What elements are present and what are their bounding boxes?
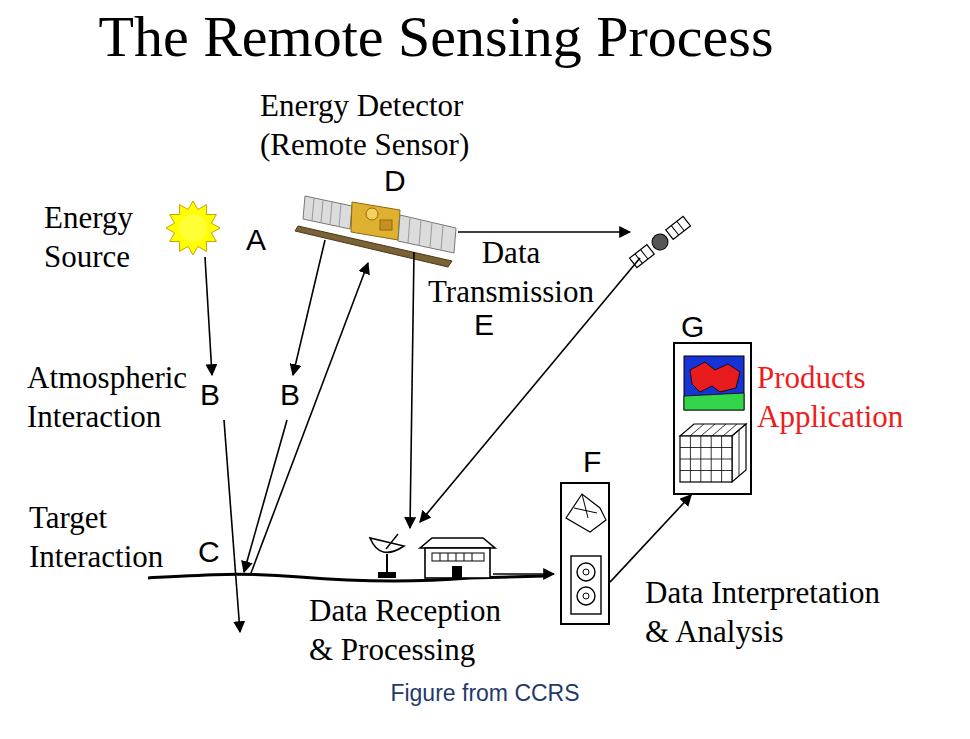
panel-hatch — [671, 226, 678, 235]
panel-hatch — [430, 222, 432, 248]
process-label: Energy Detector (Remote Sensor) — [260, 86, 485, 164]
dish-stand — [386, 554, 388, 574]
window-bar — [472, 553, 473, 561]
satellite-detail — [366, 208, 378, 220]
grid-line — [723, 424, 737, 436]
panel-hatch — [312, 198, 314, 221]
window-bar — [456, 553, 457, 561]
callout-letter: B — [280, 377, 300, 413]
window-bar — [448, 553, 449, 561]
solar-panel — [398, 215, 456, 253]
window-bar — [464, 553, 465, 561]
energy-arrow — [205, 257, 212, 375]
process-label: Data Transmission — [420, 233, 602, 311]
callout-letter: D — [384, 163, 406, 199]
transmission-arrow — [458, 231, 630, 233]
satellite-body — [649, 231, 671, 253]
grid-line — [712, 424, 726, 436]
panel-hatch — [419, 220, 421, 246]
building-wall — [425, 548, 490, 578]
panel-hatch — [408, 217, 410, 243]
energy-arrow — [293, 240, 325, 375]
panel-hatch — [330, 202, 332, 225]
process-label: Target Interaction — [29, 498, 179, 576]
tape-reel — [577, 563, 595, 581]
map-picture — [684, 356, 744, 410]
tape-hub — [583, 569, 589, 575]
reflected-arrow — [251, 263, 368, 573]
grid-line — [680, 447, 732, 448]
tape-hub — [583, 593, 589, 599]
callout-letter: C — [198, 534, 220, 570]
panel-hatch — [321, 200, 323, 223]
building-door — [452, 566, 462, 578]
grid-line — [690, 424, 704, 436]
tape-reel — [577, 587, 595, 605]
panel-ground — [673, 342, 752, 495]
process-panel: F — [560, 482, 610, 625]
callout-letter: A — [246, 222, 266, 258]
sun-icon — [166, 201, 220, 255]
building-icon — [420, 538, 495, 578]
process-label: Products Application — [757, 358, 922, 436]
map-region — [684, 393, 744, 410]
processing-arrow — [493, 573, 554, 575]
grid-block-side — [732, 424, 746, 482]
grid-line — [701, 424, 715, 436]
dish-icon — [370, 534, 404, 578]
process-label: Atmospheric Interaction — [27, 358, 199, 436]
dish-bowl — [370, 538, 404, 552]
diagram-title: The Remote Sensing Process — [36, 4, 836, 70]
energy-arrow — [224, 420, 240, 632]
terrain-ridge — [574, 508, 597, 513]
panel-letter: G — [681, 309, 704, 345]
panel-hatch — [677, 221, 684, 230]
solar-panel — [666, 216, 691, 239]
flow-arrow — [610, 495, 691, 582]
panel-hatch — [339, 204, 341, 227]
satellite-body — [351, 202, 400, 240]
solar-panel — [303, 196, 352, 229]
grid-line — [680, 470, 732, 471]
dish-feed — [386, 534, 398, 549]
grid-line — [680, 459, 732, 460]
window-bar — [440, 553, 441, 561]
panel-hatch — [441, 225, 443, 251]
map-region — [690, 362, 740, 392]
dish-base — [378, 572, 396, 578]
building-roof — [420, 538, 495, 548]
callout-letter: E — [474, 307, 494, 343]
satellite-icon — [295, 196, 456, 267]
grid-block-front — [680, 436, 732, 482]
process-label: Data Interpretation & Analysis — [645, 573, 895, 651]
building-windows — [432, 553, 484, 561]
process-label: Energy Source — [44, 198, 164, 276]
grid-line — [739, 430, 740, 476]
terrain-ridge — [582, 494, 588, 518]
satellite-detail — [380, 220, 392, 230]
solar-panel — [630, 245, 655, 268]
panel-letter: F — [583, 444, 601, 480]
panel-hatch — [641, 250, 648, 259]
terrain-picture — [566, 494, 606, 532]
tape-drive — [571, 556, 601, 614]
panel-ground — [560, 482, 610, 625]
process-label: Data Reception & Processing — [309, 591, 514, 669]
sun-core — [179, 214, 207, 242]
figure-caption: Figure from CCRS — [335, 679, 635, 707]
process-panel: G — [673, 342, 752, 495]
callout-letter: B — [200, 377, 220, 413]
downlink-arrow — [410, 252, 414, 528]
